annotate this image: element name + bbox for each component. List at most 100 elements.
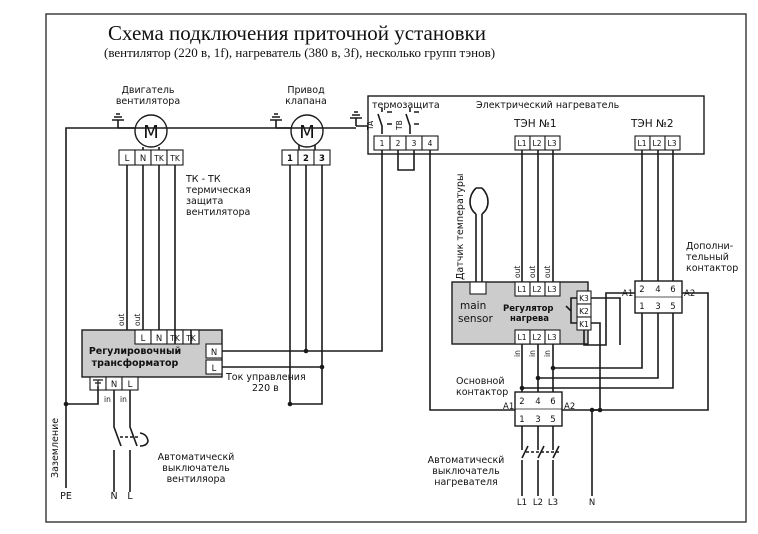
terminal-pe: PE [60, 491, 72, 502]
regulator-label-1: Регулятор [503, 304, 554, 314]
main-sensor-terminal [469, 281, 487, 295]
main-contactor-label-2: контактор [456, 387, 508, 398]
regulator-in-label-1: in [513, 350, 522, 357]
terminal-heater-l2: L2 [533, 498, 543, 508]
transformer-side-l: L [212, 364, 217, 374]
heater-breaker-label-3: нагревателя [434, 477, 498, 488]
fan-terminal-n: N [140, 154, 146, 164]
fan-breaker-icon [113, 404, 149, 492]
ten2-label: ТЭН №2 [630, 118, 674, 130]
regulator-out-label-2: out [528, 266, 537, 278]
terminal-fan-l: L [127, 491, 133, 502]
extra-contactor-label-3: контактор [686, 263, 738, 274]
ten1-label: ТЭН №1 [513, 118, 557, 130]
regulator-k2: K2 [579, 307, 589, 316]
tk-note-1: ТК - ТК [185, 174, 221, 185]
main-contactor [514, 391, 563, 427]
ten2-terminal-l1: L1 [638, 139, 647, 148]
regulator-out-label-1: out [513, 266, 522, 278]
regulator-in-l3: L3 [548, 333, 557, 342]
valve-label-2: клапана [285, 96, 327, 107]
transformer-top-terminals: L N TK TK [134, 329, 200, 345]
regulator-out-label-3: out [543, 266, 552, 278]
transformer-label-2: трансформатор [92, 358, 179, 369]
fan-motor-terminal-block: L N TK TK [118, 149, 184, 166]
fan-breaker-label-2: выключатель [162, 463, 230, 474]
ten1-terminal-l2: L2 [533, 139, 542, 148]
fan-motor: M [134, 114, 168, 148]
heater-label: Электрический нагреватель [476, 100, 620, 111]
valve-terminal-3: 3 [319, 154, 325, 164]
extra-contactor-a2: A2 [684, 289, 695, 299]
regulator-in-l1: L1 [518, 333, 527, 342]
main-contactor-t5: 5 [550, 415, 555, 425]
fan-breaker-label-1: Автоматическй [158, 452, 235, 463]
heater-terminal-2: 2 [396, 139, 401, 148]
main-contactor-t6: 6 [550, 397, 555, 407]
transformer-out-label-1: out [117, 314, 126, 326]
heater-breaker-icon [521, 426, 560, 496]
transformer-ground-icon [93, 379, 103, 386]
main-contactor-a1: A1 [503, 402, 514, 412]
regulator-in-label-3: in [543, 350, 552, 357]
main-sensor-label-1: main [460, 300, 486, 312]
transformer-in-label-1: in [104, 395, 111, 404]
ten2-terminal-block: L1 L2 L3 [634, 135, 681, 151]
terminal-heater-l3: L3 [548, 498, 558, 508]
fan-motor-ground-icon [112, 113, 135, 129]
valve-terminal-2: 2 [303, 154, 309, 164]
regulator-out-l3: L3 [548, 285, 557, 294]
terminal-heater-l1: L1 [517, 498, 527, 508]
extra-contactor-a1: A1 [622, 289, 633, 299]
ten1-terminal-l1: L1 [518, 139, 527, 148]
extra-contactor-t3: 3 [655, 302, 660, 312]
terminal-fan-n: N [110, 491, 117, 502]
regulator-k3: K3 [579, 294, 589, 303]
fan-terminal-tk1: TK [153, 154, 165, 163]
valve-terminal-1: 1 [287, 154, 293, 164]
fan-breaker-label-3: вентиляора [167, 474, 226, 485]
junction-dots [63, 348, 603, 413]
thermo-protection-label: термозащита [372, 100, 440, 111]
extra-contactor-label-2: тельный [686, 252, 729, 263]
heater-breaker-label-1: Автоматическй [428, 455, 505, 466]
ten2-terminal-l3: L3 [668, 139, 677, 148]
extra-contactor-t1: 1 [639, 302, 644, 312]
regulator-label-2: нагрева [510, 314, 549, 324]
main-contactor-a2: A2 [564, 402, 575, 412]
valve-ground-icon [270, 113, 291, 129]
regulator-in-label-2: in [528, 350, 537, 357]
terminal-heater-n: N [589, 498, 595, 508]
temperature-sensor-label: Датчик температуры [455, 174, 466, 280]
transformer-in-l: L [128, 380, 133, 390]
heater-terminal-3: 3 [412, 139, 417, 148]
transformer-label-1: Регулировочный [89, 346, 181, 357]
extra-contactor [634, 280, 683, 314]
main-contactor-t4: 4 [535, 397, 540, 407]
fan-terminal-tk2: TK [169, 154, 181, 163]
ten1-terminal-block: L1 L2 L3 [514, 135, 561, 151]
relay-contact-icon [565, 297, 577, 324]
transformer-in-label-2: in [120, 395, 127, 404]
valve-label-1: Привод [287, 85, 325, 96]
transformer-out-label-2: out [133, 314, 142, 326]
drawing-frame [45, 13, 747, 523]
extra-contactor-t5: 5 [670, 302, 675, 312]
wiring [65, 127, 709, 496]
heater-breaker-label-2: выключатель [432, 466, 500, 477]
fan-motor-label-1: Двигатель [121, 85, 174, 96]
tk-note-4: вентилятора [186, 207, 250, 218]
transformer-out-l: L [141, 334, 146, 344]
fan-terminal-l: L [125, 154, 130, 164]
control-current-label-1: Ток управления [225, 372, 306, 383]
heater-terminal-block: 1 2 3 4 [373, 135, 439, 151]
regulator-bottom-terminals: L1 L2 L3 [514, 329, 561, 345]
temperature-sensor-icon [469, 187, 489, 278]
regulator-in-l2: L2 [533, 333, 542, 342]
regulator-top-terminals: L1 L2 L3 [514, 281, 561, 297]
fan-motor-label-2: вентилятора [116, 96, 180, 107]
ten2-terminal-l2: L2 [653, 139, 662, 148]
main-contactor-t2: 2 [519, 397, 524, 407]
extra-contactor-label-1: Дополни- [686, 241, 733, 252]
